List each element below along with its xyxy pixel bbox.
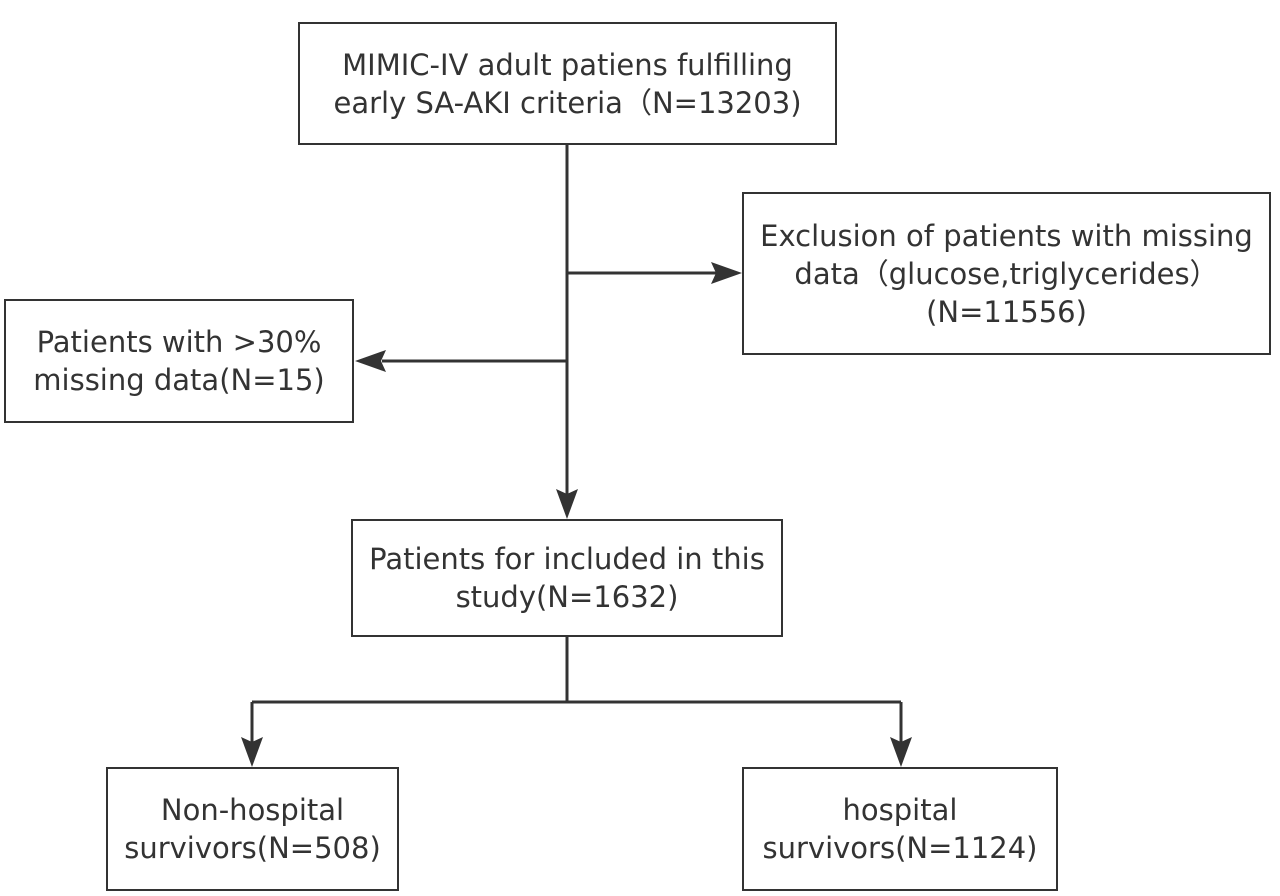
included-line-1: Patients for included in this xyxy=(369,542,765,576)
source-cohort-box: MIMIC-IV adult patiens fulfilling early … xyxy=(298,22,837,145)
survivors-line-1: hospital xyxy=(842,793,958,827)
exclusion-missing-line-3: (N=11556) xyxy=(926,294,1087,329)
arrow-to-exclusion-icon xyxy=(711,262,742,284)
non-survivors-line-1: Non-hospital xyxy=(160,793,345,827)
non-survivors-box: Non-hospital survivors(N=508) xyxy=(106,767,399,891)
source-cohort-line-2: early SA-AKI criteria（N=13203) xyxy=(333,85,802,120)
exclusion-missing-box: Exclusion of patients with missing data（… xyxy=(742,192,1271,355)
missing-30-line-1: Patients with >30% xyxy=(36,325,322,359)
exclusion-missing-line-2: data（glucose,triglycerides） xyxy=(794,256,1219,291)
source-cohort-line-1: MIMIC-IV adult patiens fulfilling xyxy=(342,47,793,82)
included-box: Patients for included in this study(N=16… xyxy=(351,519,783,637)
survivors-line-2: survivors(N=1124) xyxy=(762,831,1038,865)
missing-30-line-2: missing data(N=15) xyxy=(33,363,325,397)
arrow-to-missing-icon xyxy=(355,350,386,372)
survivors-box: hospital survivors(N=1124) xyxy=(742,767,1058,891)
included-line-2: study(N=1632) xyxy=(455,580,679,614)
arrow-to-non-survivors-icon xyxy=(241,737,263,767)
non-survivors-line-2: survivors(N=508) xyxy=(124,831,381,865)
exclusion-missing-line-1: Exclusion of patients with missing xyxy=(760,218,1253,253)
arrow-to-included-icon xyxy=(556,489,578,519)
arrow-to-survivors-icon xyxy=(890,737,912,767)
missing-30-box: Patients with >30% missing data(N=15) xyxy=(4,299,354,423)
